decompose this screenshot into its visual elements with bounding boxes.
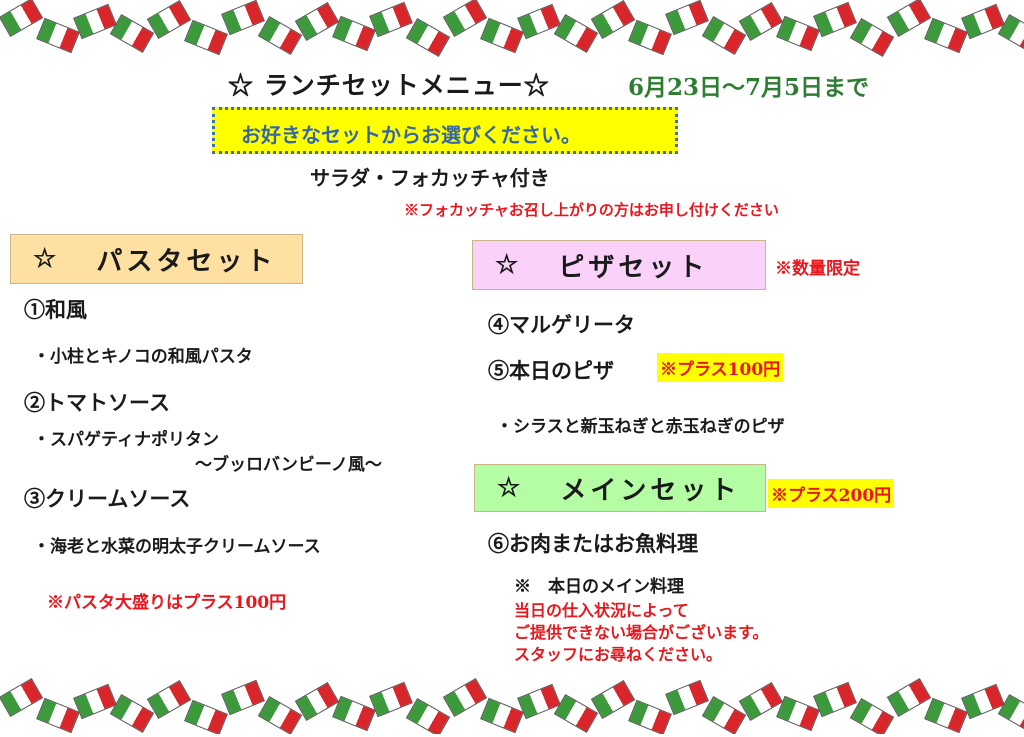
italian-flag-icon xyxy=(628,19,672,56)
italian-flag-icon xyxy=(369,1,413,38)
main-note-line-2: ご提供できない場合がございます。 xyxy=(514,623,769,642)
pizza-set-title: ピザセット xyxy=(558,252,709,283)
pizza-item-5-surcharge: ※プラス100円 xyxy=(657,353,784,382)
main-note-line-1: 当日の仕入状況によって xyxy=(514,601,689,620)
italian-flag-icon xyxy=(480,17,524,54)
choose-banner: お好きなセットからお選びください。 xyxy=(212,107,678,154)
menu-title: ☆ ランチセットメニュー☆ xyxy=(228,71,550,100)
italian-flag-icon xyxy=(0,0,44,37)
flag-garland-top xyxy=(0,0,1024,58)
italian-flag-icon xyxy=(332,15,376,52)
italian-flag-icon xyxy=(813,681,857,718)
flag-garland-bottom xyxy=(0,676,1024,734)
italian-flag-icon xyxy=(665,679,709,716)
date-range: 6月23日～7月5日まで xyxy=(628,74,870,101)
italian-flag-icon xyxy=(405,698,451,734)
focaccia-note: ※フォカッチャお召し上がりの方はお申し付けください xyxy=(404,201,779,219)
main-set-heading: ☆ メインセット xyxy=(474,464,766,512)
star-icon: ☆ xyxy=(33,244,57,274)
main-note-line-3: スタッフにお尋ねください。 xyxy=(514,645,723,664)
italian-flag-icon xyxy=(480,697,524,734)
italian-flag-icon xyxy=(369,681,413,718)
pizza-item-4-title: ④マルゲリータ xyxy=(488,312,635,337)
pasta-item-2-desc-line2: ～ブッロバンビーノ風～ xyxy=(195,455,382,475)
italian-flag-icon xyxy=(813,1,857,38)
italian-flag-icon xyxy=(886,678,932,717)
italian-flag-icon xyxy=(36,697,80,734)
main-note: 当日の仕入状況によって ご提供できない場合がございます。 スタッフにお尋ねくださ… xyxy=(514,600,768,666)
italian-flag-icon xyxy=(184,19,228,56)
italian-flag-icon xyxy=(36,17,80,54)
italian-flag-icon xyxy=(665,0,709,36)
italian-flag-icon xyxy=(924,17,968,54)
italian-flag-icon xyxy=(442,678,488,717)
italian-flag-icon xyxy=(0,678,44,717)
main-item-6-title: ⑥お肉またはお魚料理 xyxy=(488,531,698,556)
pasta-item-3-desc: ・海老と水菜の明太子クリームソース xyxy=(33,537,321,557)
pasta-set-title: パスタセット xyxy=(96,246,277,277)
pizza-item-5-title: ⑤本日のピザ xyxy=(488,358,614,383)
includes-text: サラダ・フォカッチャ付き xyxy=(310,166,550,190)
italian-flag-icon xyxy=(776,15,820,52)
choose-banner-text: お好きなセットからお選びください。 xyxy=(241,123,581,147)
pasta-item-2-title: ②トマトソース xyxy=(24,390,170,415)
italian-flag-icon xyxy=(405,18,451,57)
pasta-large-note: ※パスタ大盛りはプラス100円 xyxy=(47,593,287,613)
pasta-item-3-title: ③クリームソース xyxy=(24,486,191,511)
pizza-limited-note: ※数量限定 xyxy=(775,259,860,279)
italian-flag-icon xyxy=(886,0,932,37)
pasta-item-1-desc: ・小柱とキノコの和風パスタ xyxy=(33,347,253,367)
main-set-title: メインセット xyxy=(560,475,741,506)
star-icon: ☆ xyxy=(497,473,521,503)
pasta-item-1-title: ①和風 xyxy=(24,297,87,322)
italian-flag-icon xyxy=(221,0,265,36)
italian-flag-icon xyxy=(628,699,672,734)
pasta-set-heading: ☆ パスタセット xyxy=(10,234,303,284)
italian-flag-icon xyxy=(221,679,265,716)
main-surcharge: ※プラス200円 xyxy=(768,479,895,508)
italian-flag-icon xyxy=(184,699,228,734)
pizza-set-heading: ☆ ピザセット xyxy=(472,240,766,290)
italian-flag-icon xyxy=(849,698,895,734)
main-sub-title: ※ 本日のメイン料理 xyxy=(514,577,684,597)
pizza-item-5-desc: ・シラスと新玉ねぎと赤玉ねぎのピザ xyxy=(496,417,785,437)
italian-flag-icon xyxy=(776,695,820,732)
italian-flag-icon xyxy=(849,18,895,57)
italian-flag-icon xyxy=(332,695,376,732)
italian-flag-icon xyxy=(442,0,488,37)
pasta-item-2-desc-line1: ・スパゲティナポリタン xyxy=(33,430,219,450)
star-icon: ☆ xyxy=(495,250,519,280)
italian-flag-icon xyxy=(924,697,968,734)
